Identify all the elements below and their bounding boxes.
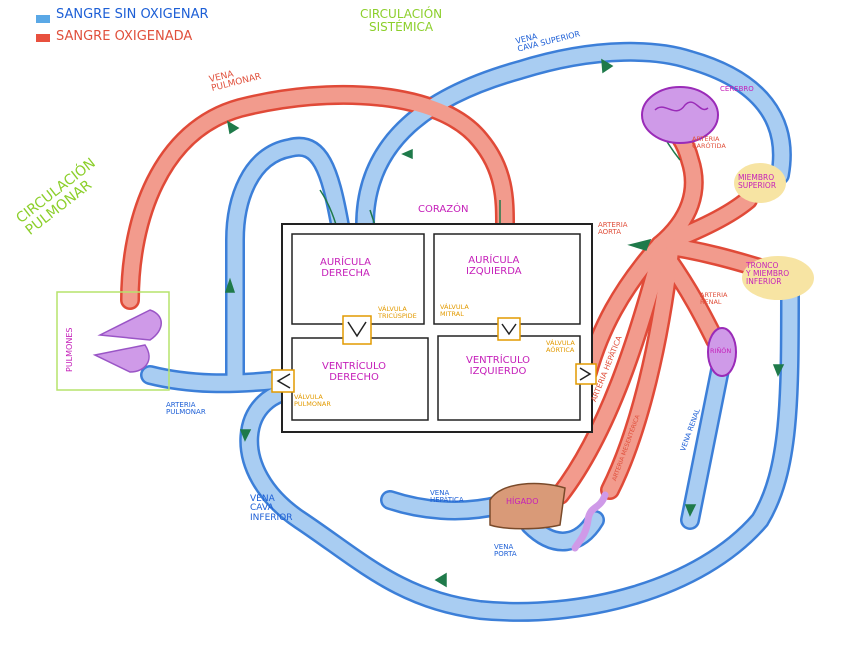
chamber-lv-label: VENTRÍCULO IZQUIERDO [466,355,531,377]
upper-limb-highlight [734,163,786,203]
heart [271,223,597,433]
legend-blue-label: SANGRE SIN OXIGENAR [56,7,209,22]
vena-porta-label: VENA PORTA [494,543,517,559]
legend-blue-swatch [36,15,50,23]
arteria-aorta-label: ARTERIA AORTA [598,221,628,237]
flow-arrow-icon [401,148,413,160]
chamber-rv [291,337,429,421]
vessel-fills [122,44,798,620]
valve-pulmonary-icon [271,369,295,393]
flow-arrow-icon [434,572,447,588]
tronco-label: TRONCO Y MIEMBRO INFERIOR [746,261,790,286]
flow-arrow-icon [684,504,697,517]
arteria-pulmonar-label: ARTERIA PULMONAR [166,401,206,417]
arteria-renal-label: ARTERIA RENAL [700,291,728,306]
arteria-carotida-label: ARTERIA CARÓTIDA [692,135,726,150]
brain [641,86,719,144]
heart-title: CORAZÓN [418,204,469,215]
chamber-lv [437,335,581,421]
vena-cava-inferior-label: VENA CAVA INFERIOR [250,494,293,523]
lungs-box [56,291,170,391]
valve-aortic-label: VÁLVULA AÓRTICA [546,339,575,354]
flow-arrow-icon [601,58,614,74]
higado-label: HÍGADO [506,497,539,506]
chamber-rv-label: VENTRÍCULO DERECHO [322,361,387,383]
valve-tricuspid-label: VÁLVULA TRICÚSPIDE [378,305,417,320]
flow-arrows [224,58,785,588]
miembro-superior-label: MIEMBRO SUPERIOR [738,173,777,190]
systemic-title: CIRCULACIÓN SISTÉMICA [360,7,443,34]
valve-tricuspid-icon [342,315,372,345]
valve-mitral-label: VÁLVULA MITRAL [440,303,469,318]
chamber-ra [291,233,425,325]
flow-arrow-icon [226,120,240,135]
flow-arrow-icon [772,364,785,377]
brain-icon [641,86,719,144]
valve-pulmonary-label: VÁLVULA PULMONAR [294,393,331,408]
flow-arrow-icon [224,277,236,293]
lung-upper-icon [97,309,162,341]
rinon-label: RIÑÓN [710,347,732,355]
legend-red-label: SANGRE OXIGENADA [56,29,193,44]
pulmones-label: PULMONES [65,327,74,372]
flow-arrow-icon [239,429,252,442]
valve-aortic-icon [575,363,597,385]
chamber-ra-label: AURÍCULA DERECHA [320,257,372,279]
liver-icon [489,482,566,530]
valve-mitral-icon [497,317,521,341]
kidney-icon [707,327,737,377]
intestine-icon [571,491,609,552]
flow-arrow-icon [627,238,652,251]
lung-lower-icon [92,344,150,373]
cerebro-label: CEREBRO [720,85,754,93]
pulmonary-box [56,291,170,391]
chamber-la-label: AURÍCULA IZQUIERDA [466,255,522,277]
vena-hepatica-label: VENA HEPÁTICA [430,489,464,505]
legend-red-swatch [36,34,50,42]
chamber-la [433,233,581,325]
trunk-highlight [742,256,814,300]
